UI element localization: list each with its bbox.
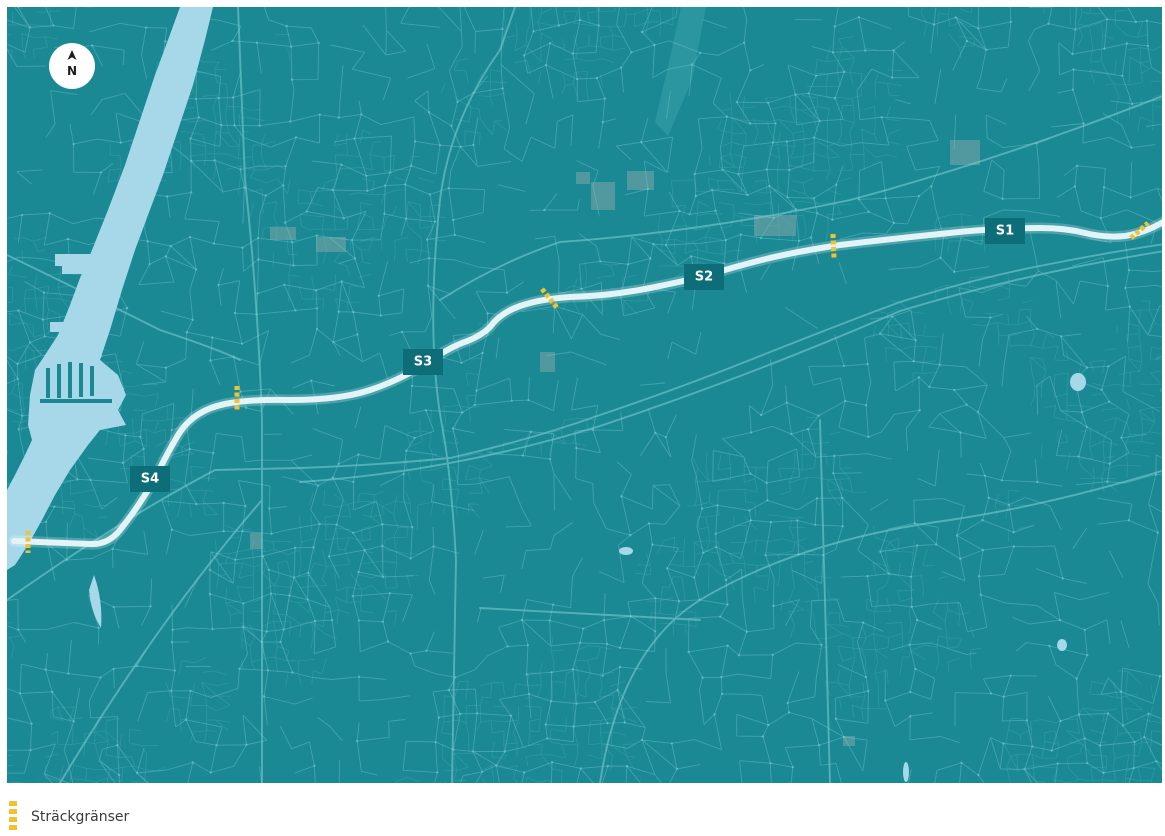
segment-label-s4: S4	[130, 466, 170, 492]
segment-label-s1: S1	[985, 218, 1025, 244]
segment-label-box	[403, 349, 443, 375]
building	[576, 172, 590, 184]
harbor-basin	[50, 322, 76, 332]
pier	[46, 368, 50, 398]
segment-label-text: S1	[996, 224, 1014, 239]
map-background	[7, 7, 1162, 783]
pier	[68, 362, 72, 398]
segment-label-s2: S2	[684, 264, 724, 290]
section-boundaries	[25, 221, 1150, 553]
segment-label-box	[130, 466, 170, 492]
piers	[40, 362, 112, 403]
segment-label-s3: S3	[403, 349, 443, 375]
map-canvas: S1 S2 S3 S4 N	[7, 7, 1162, 783]
street-network	[7, 7, 1162, 783]
building	[754, 215, 796, 236]
segment-label-box	[684, 264, 724, 290]
building	[843, 736, 855, 746]
building	[270, 227, 296, 240]
pier	[57, 364, 61, 398]
dashed-boundary-icon	[9, 801, 17, 833]
segment-label-text: S2	[695, 270, 713, 285]
building-blocks	[250, 140, 980, 746]
legend: Sträckgränser	[8, 799, 129, 835]
section-boundary-marker	[1129, 221, 1150, 240]
north-arrow-icon	[67, 50, 77, 60]
building	[250, 533, 262, 549]
north-arrow-badge	[49, 43, 95, 89]
harbor-basin	[62, 266, 92, 274]
pond	[903, 762, 909, 782]
building	[540, 352, 555, 372]
legend-label: Sträckgränser	[31, 809, 130, 825]
pond	[619, 547, 633, 555]
map: S1 S2 S3 S4 N	[7, 7, 1162, 783]
section-boundary-marker	[830, 233, 837, 259]
segment-label-box	[985, 218, 1025, 244]
north-label: N	[67, 64, 77, 78]
river	[7, 7, 213, 570]
legend-item: Sträckgränser	[8, 800, 129, 834]
building	[950, 140, 980, 165]
major-roads	[7, 7, 1162, 783]
canal	[89, 575, 102, 628]
water-bodies	[7, 7, 1086, 782]
pier	[79, 363, 83, 397]
pier	[40, 399, 112, 403]
segment-label-text: S3	[414, 355, 432, 370]
pond	[1057, 639, 1067, 651]
north-arrow: N	[49, 43, 95, 89]
park-area	[655, 7, 706, 136]
section-boundary-marker	[540, 287, 560, 311]
pond	[1070, 373, 1086, 391]
building	[591, 182, 615, 210]
pier	[90, 366, 94, 396]
segment-label-text: S4	[141, 472, 159, 487]
harbor-basin	[55, 254, 103, 266]
building	[316, 237, 346, 252]
building	[627, 171, 654, 190]
